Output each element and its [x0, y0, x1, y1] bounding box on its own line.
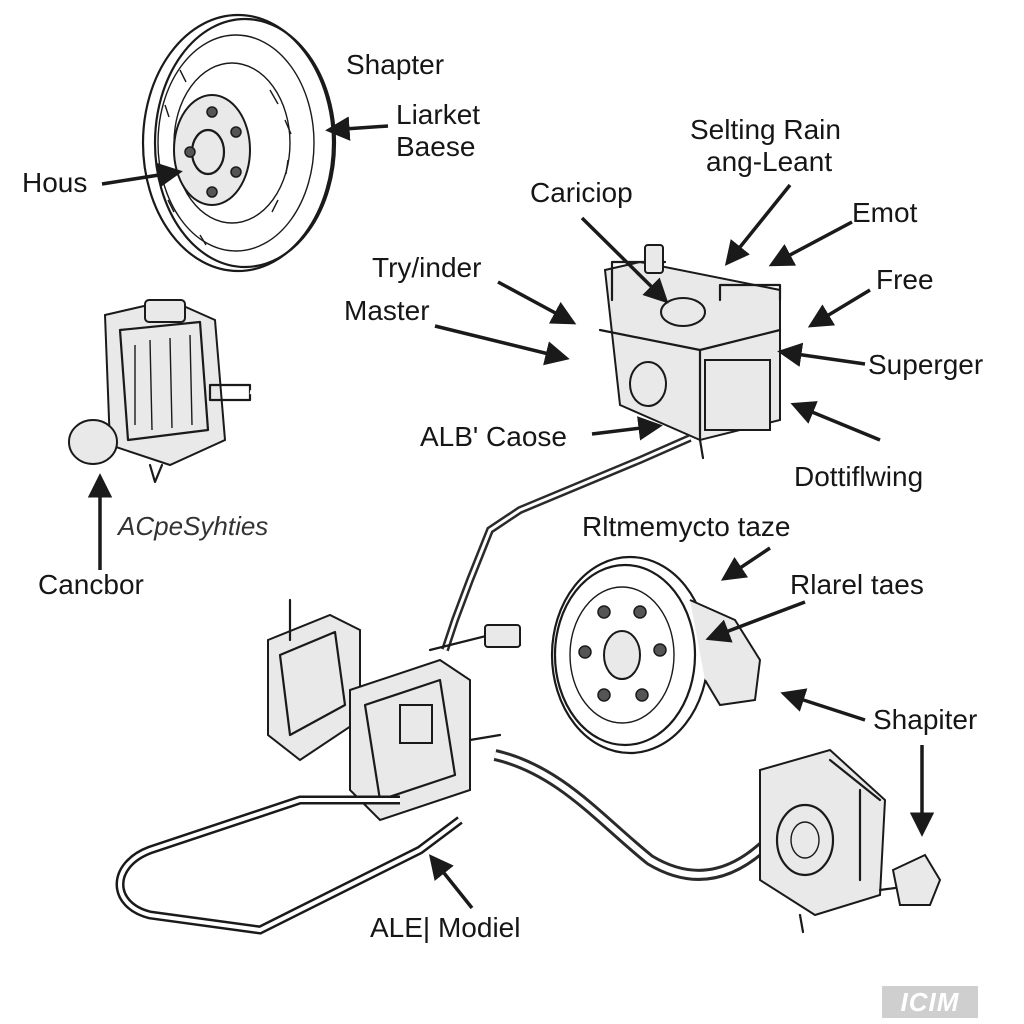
arrow-cariciop: [580, 216, 669, 304]
abs-module: [267, 598, 522, 822]
label-shapiter: Shapiter: [873, 704, 978, 735]
label-superger: Superger: [868, 349, 984, 380]
watermark-logo: ICIM: [882, 986, 978, 1018]
label-dottiflwing: Dottiflwing: [794, 461, 924, 492]
left-hose-highlight: [249, 390, 394, 691]
arrow-rltmemycto: [720, 546, 771, 581]
arrow-superger: [777, 342, 866, 367]
label-cariciop: Cariciop: [530, 177, 633, 208]
right-rotor: [550, 555, 762, 755]
label-rltmemycto-taze: Rltmemycto taze: [582, 511, 791, 542]
arrow-master: [434, 324, 570, 366]
center-brake-line: [441, 434, 692, 652]
arrow-free: [807, 288, 871, 328]
label-trylinder: Try/inder: [372, 252, 482, 283]
arrow-rlarel: [705, 600, 806, 643]
sensor-connector: [878, 853, 942, 906]
label-alb-caose: ALB' Caose: [420, 421, 567, 452]
arrow-ale-modiel: [428, 854, 474, 910]
brake-disc-rotor: [141, 13, 337, 273]
label-emot: Emot: [852, 197, 918, 228]
label-rlarel-taes: Rlarel taes: [790, 569, 924, 600]
label-ang-leant: ang-Leant: [706, 146, 833, 177]
base-frame: [115, 795, 463, 935]
label-cancbor: Cancbor: [38, 569, 144, 600]
label-shapter: Shapter: [346, 49, 445, 80]
arrow-emot: [768, 220, 853, 267]
label-ale-modiel: ALE| Modiel: [370, 912, 521, 943]
arrow-selting: [724, 183, 792, 266]
arrow-liarket: [325, 116, 389, 141]
arrow-hous: [101, 162, 183, 188]
arrow-dottiflwing: [790, 401, 881, 442]
arrow-alb-caose: [591, 416, 663, 441]
right-caliper: [759, 748, 887, 934]
arrow-shapiter-left: [780, 688, 866, 722]
left-caliper: [68, 298, 252, 484]
label-hous: Hous: [22, 167, 88, 198]
leader-arrows: [87, 116, 935, 910]
label-selting-rain: Selting Rain: [690, 114, 841, 145]
label-master: Master: [344, 295, 430, 326]
label-liarket: Liarket: [396, 99, 481, 130]
master-cylinder: [598, 244, 782, 460]
label-acpesyhties: ACpeSyhties: [118, 511, 269, 541]
label-baese: Baese: [396, 131, 476, 162]
label-free: Free: [876, 264, 934, 295]
arrow-trylinder: [497, 280, 577, 325]
